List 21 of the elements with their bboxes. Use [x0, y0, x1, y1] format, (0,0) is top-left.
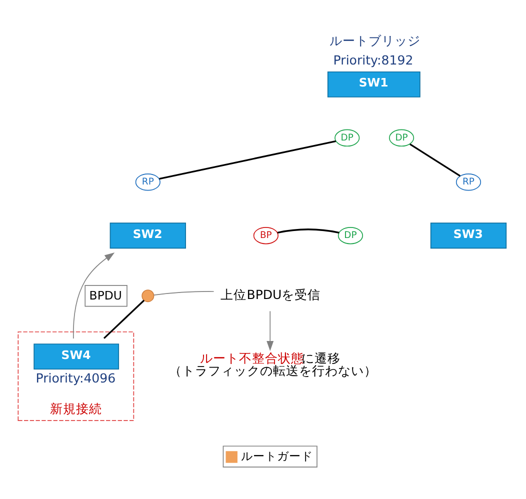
node-circle [142, 289, 154, 302]
connector [277, 228, 340, 234]
node-label: ルートブリッジ [330, 32, 421, 48]
connector [103, 299, 145, 338]
edge-label: BPDU [89, 288, 122, 302]
node-ellipse: DP [334, 128, 360, 146]
arrow [72, 252, 115, 338]
node-label: Priority:4096 [36, 370, 116, 386]
connector [153, 290, 214, 295]
arrow [266, 310, 274, 351]
node-label: Priority:8192 [333, 52, 414, 67]
connector [410, 142, 461, 176]
node-text: ルート不整合状態に遷移 （トラフィックの転送を行わない） [169, 350, 378, 378]
node-ellipse: RP [135, 173, 160, 190]
node-ellipse: DP [338, 226, 364, 244]
connector [159, 140, 336, 180]
node-ellipse: DP [388, 128, 414, 146]
node-text: 上位BPDUを受信 [220, 286, 321, 302]
node-ellipse: BP [253, 226, 278, 244]
legend-label: ルートガード [240, 448, 313, 463]
node-ellipse: RP [456, 173, 482, 190]
